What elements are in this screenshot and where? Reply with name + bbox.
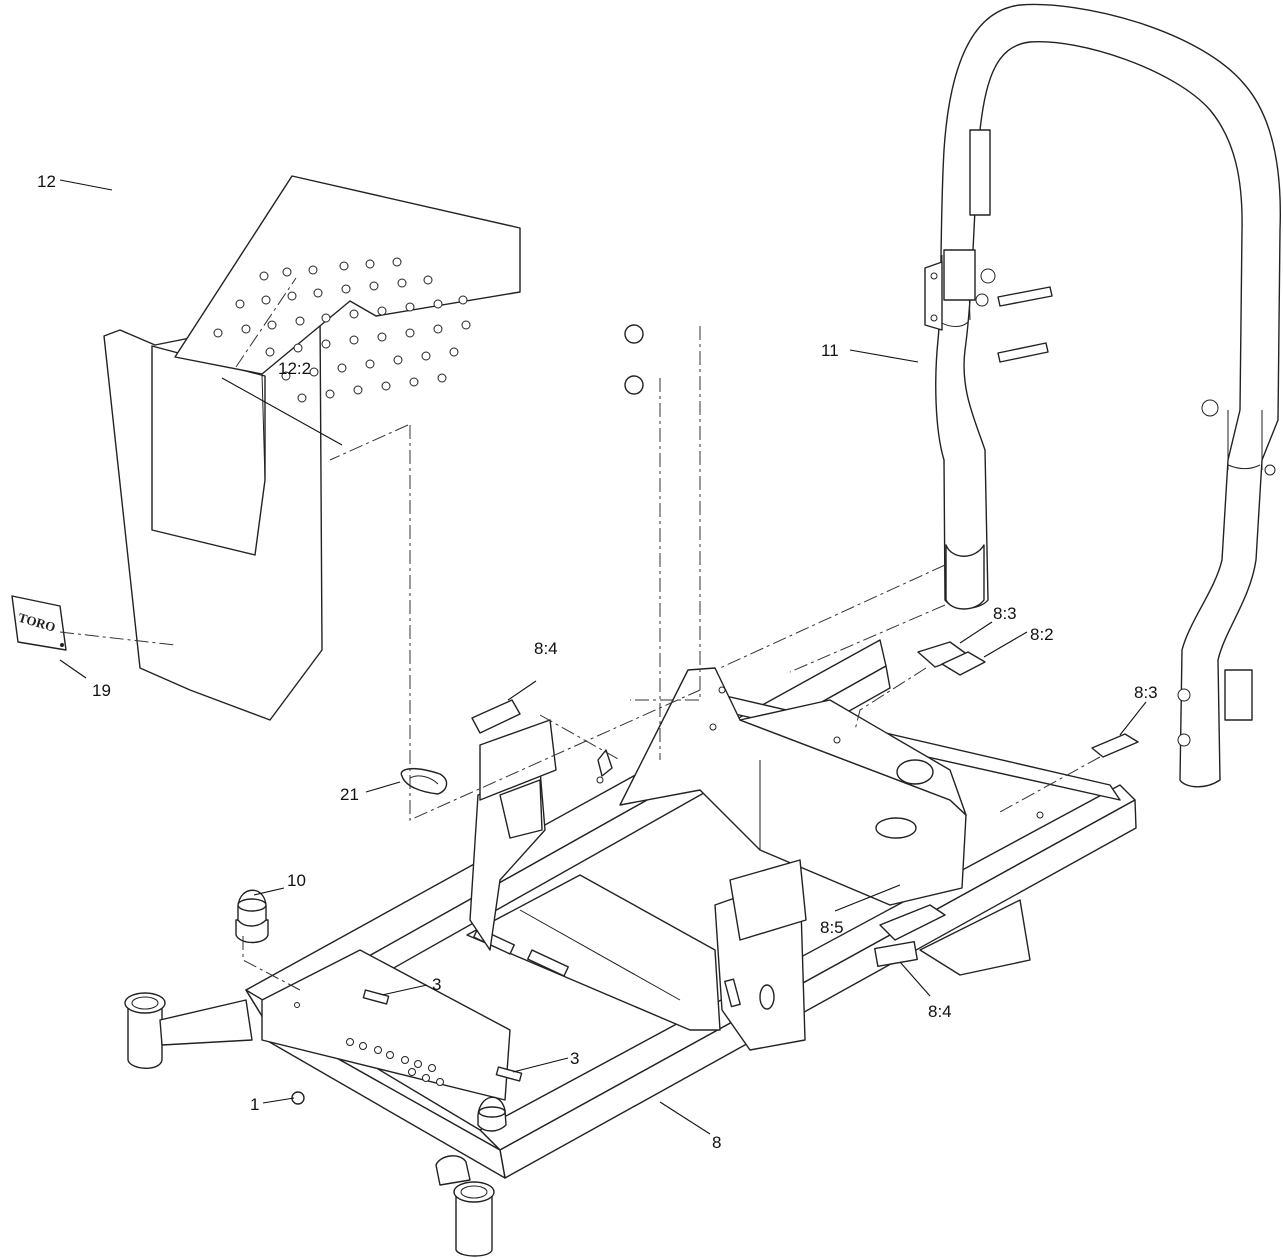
callout-12: 12 — [37, 172, 56, 191]
callout-8-2: 8:2 — [1030, 625, 1054, 644]
main-frame — [124, 639, 1137, 1257]
callout-1: 1 — [250, 1095, 259, 1114]
callout-8-4-a: 8:4 — [534, 639, 558, 658]
callout-8-4-b: 8:4 — [928, 1002, 952, 1021]
leader-lines — [59, 179, 1147, 1135]
callout-19: 19 — [92, 681, 111, 700]
grommet — [400, 767, 448, 795]
toro-logo-decal: TORO — [11, 595, 67, 651]
callout-12-2: 12:2 — [278, 359, 311, 378]
foot-plate-holes — [213, 257, 471, 403]
callout-21: 21 — [340, 785, 359, 804]
callouts: 12:2 12 11 8:3 8:2 8:3 8:4 21 19 10 8:5 … — [37, 172, 1158, 1152]
callout-8-5: 8:5 — [820, 918, 844, 937]
rubber-bumper-front — [235, 889, 269, 944]
roll-bar — [624, 3, 1281, 788]
foot-plate — [103, 175, 521, 721]
callout-8-3-a: 8:3 — [993, 604, 1017, 623]
callout-8-3-b: 8:3 — [1134, 683, 1158, 702]
callout-3-a: 3 — [432, 975, 441, 994]
callout-11: 11 — [821, 341, 839, 360]
callout-3-b: 3 — [570, 1049, 579, 1068]
callout-8: 8 — [712, 1133, 721, 1152]
callout-10: 10 — [287, 871, 306, 890]
rubber-bumper-rear — [477, 1096, 507, 1132]
alignment-lines — [59, 277, 1101, 991]
